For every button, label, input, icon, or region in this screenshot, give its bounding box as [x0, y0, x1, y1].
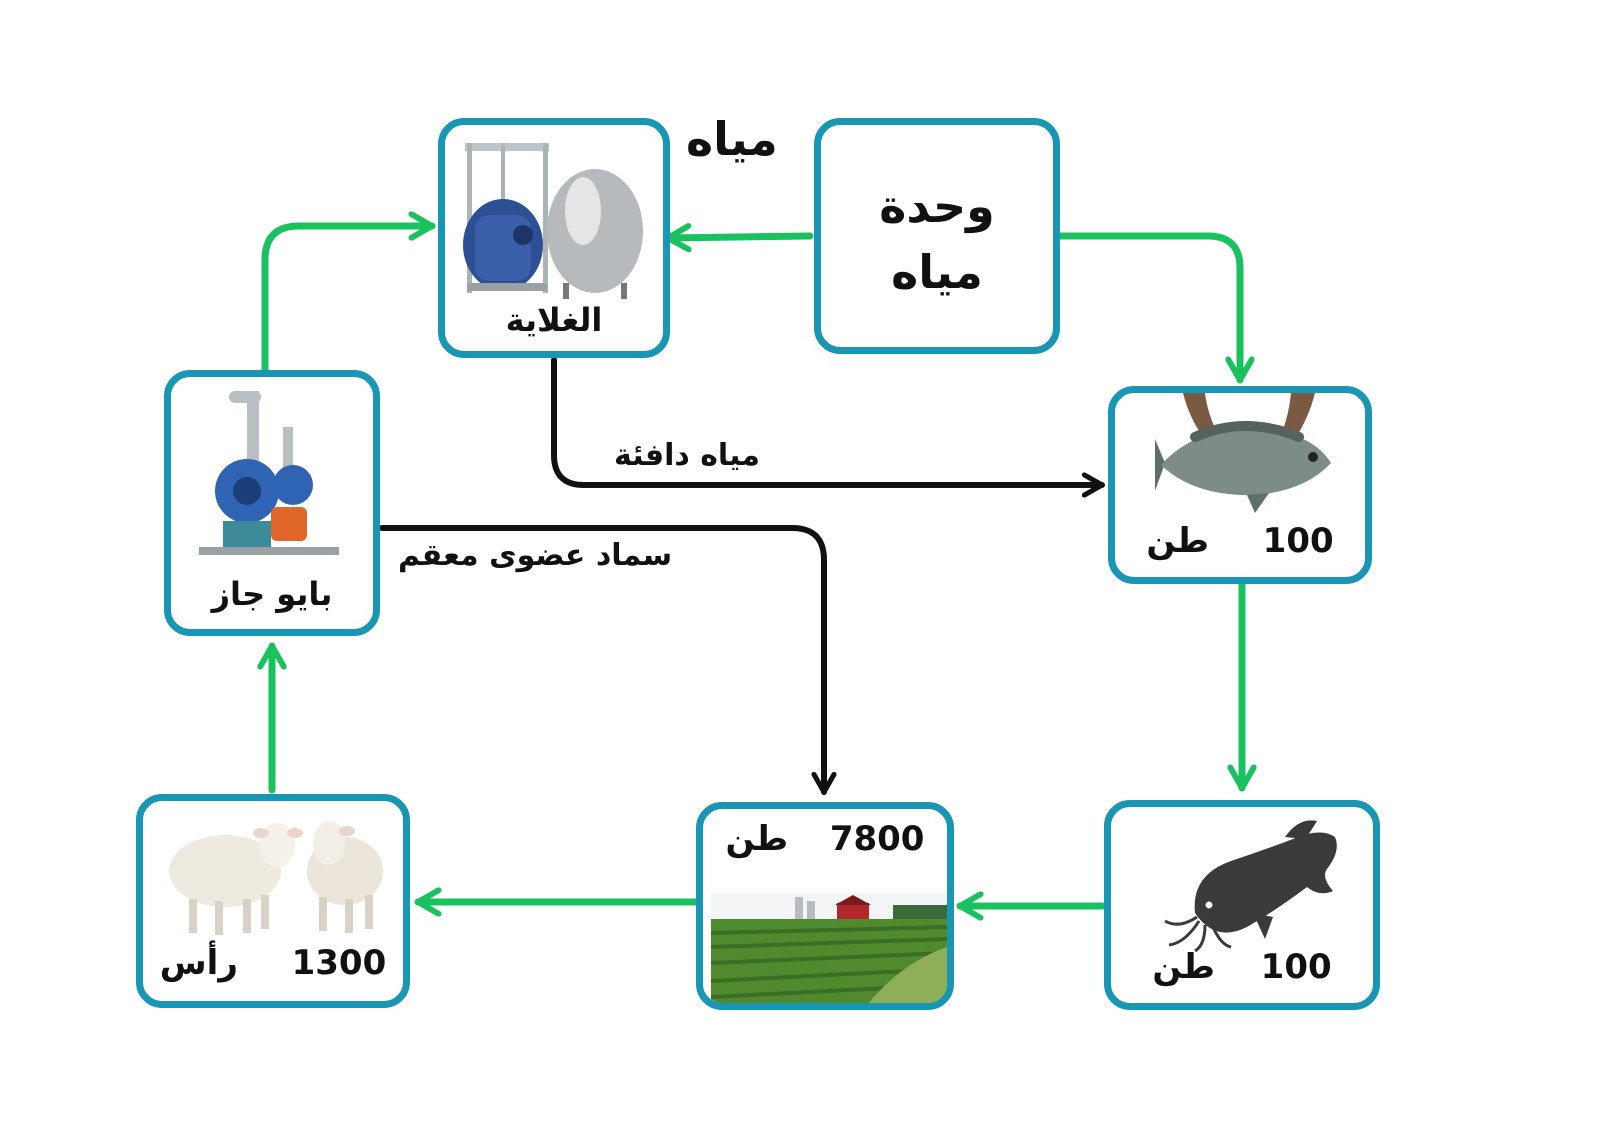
tilapia-fish-icon — [1155, 393, 1331, 513]
edge-label-fertilizer: سماد عضوى معقم — [398, 538, 673, 573]
tilapia-value: 100 — [1262, 521, 1334, 561]
node-sheep: رأس 1300 — [136, 794, 410, 1008]
tilapia-unit: طن — [1146, 521, 1209, 561]
catfish-weight: طن 100 — [1111, 947, 1373, 987]
tilapia-weight: طن 100 — [1115, 521, 1365, 561]
catfish-value: 100 — [1260, 947, 1332, 987]
boiler-tanks-icon — [463, 143, 643, 299]
biogas-pump-icon — [199, 391, 339, 555]
node-tilapia: طن 100 — [1108, 386, 1372, 584]
arrow-biogas-to-boiler — [261, 211, 436, 374]
edge-label-water: مياه — [686, 112, 778, 166]
catfish-icon — [1164, 820, 1337, 953]
water-unit-line1: وحدة — [879, 179, 995, 233]
node-farmland: طن 7800 — [696, 802, 954, 1010]
catfish-unit: طن — [1152, 947, 1215, 987]
sheep-count: رأس 1300 — [143, 943, 403, 983]
farmland-weight: طن 7800 — [703, 819, 947, 859]
boiler-label: الغلاية — [505, 301, 603, 339]
node-water-unit: وحدة مياه — [814, 118, 1060, 354]
farmland-unit: طن — [725, 819, 789, 859]
edge-label-warm-water: مياه دافئة — [614, 438, 761, 473]
node-boiler: الغلاية — [438, 118, 670, 358]
node-biogas: بايو جاز — [164, 370, 380, 636]
arrow-biogas-to-farmland — [379, 525, 837, 795]
arrow-water-unit-to-tilapia — [1056, 232, 1255, 384]
node-catfish: طن 100 — [1104, 800, 1380, 1010]
sheep-icon — [169, 821, 383, 935]
arrow-water-unit-to-boiler — [664, 223, 814, 253]
water-unit-line2: مياه — [891, 245, 983, 299]
farmland-value: 7800 — [829, 819, 925, 859]
arrow-boiler-to-tilapia — [551, 357, 1105, 498]
sheep-unit: رأس — [159, 943, 238, 983]
farmland-photo-icon — [711, 893, 947, 1003]
sheep-value: 1300 — [291, 943, 387, 983]
biogas-label: بايو جاز — [211, 575, 333, 613]
